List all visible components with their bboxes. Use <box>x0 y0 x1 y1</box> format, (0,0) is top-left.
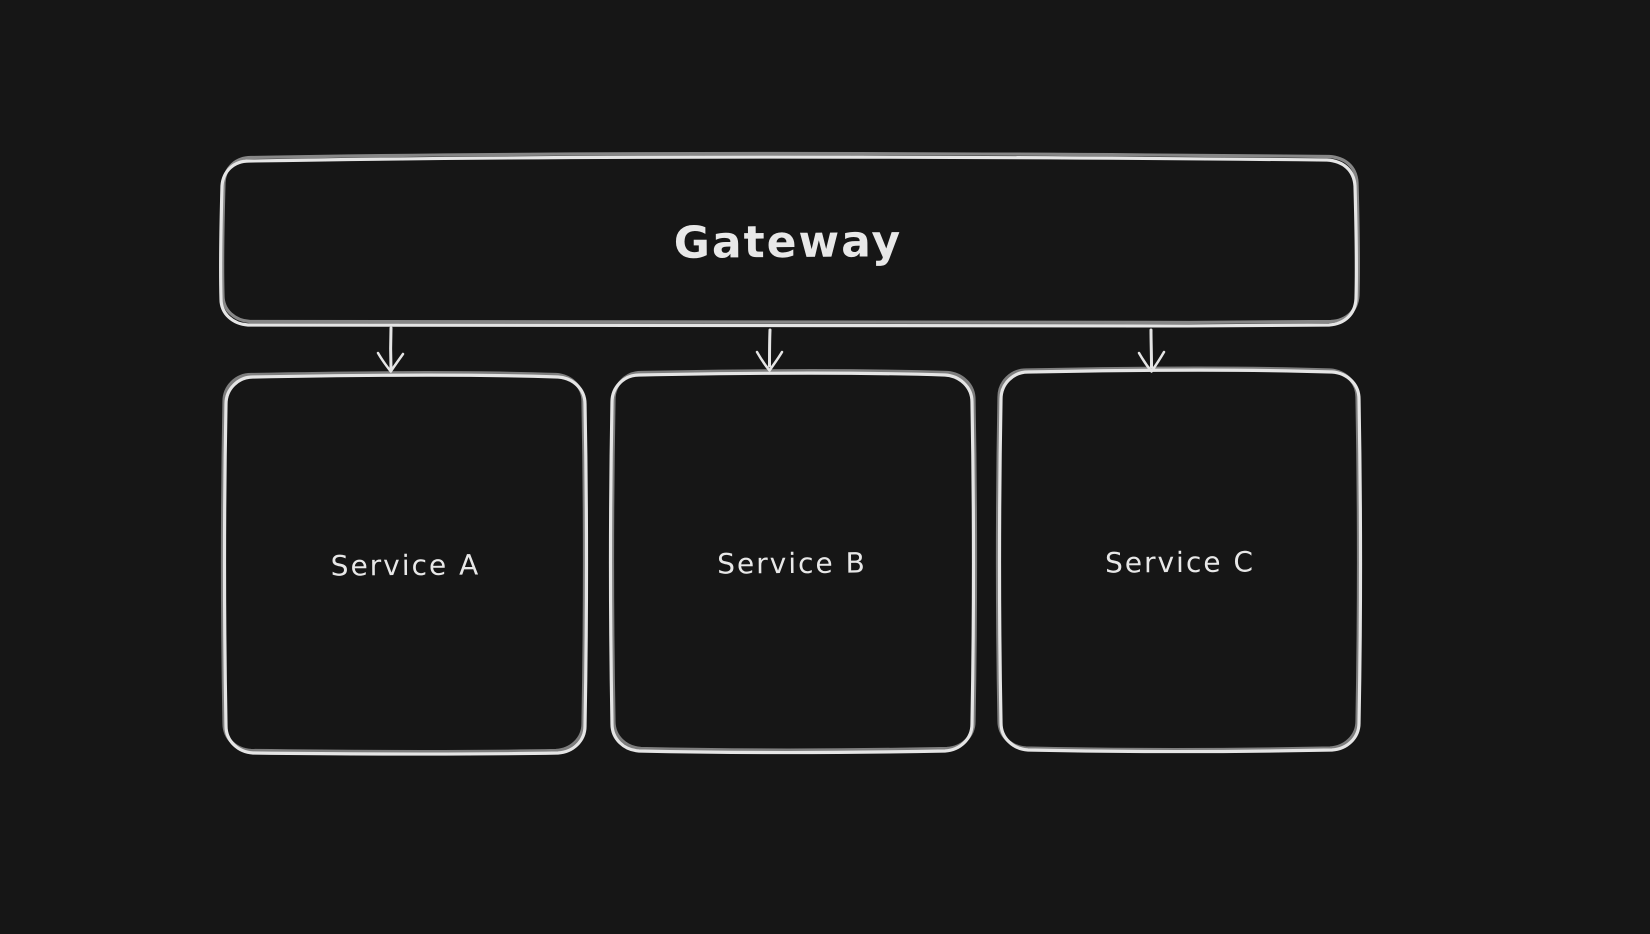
arrow-head <box>755 350 784 372</box>
service-b-node <box>608 369 978 755</box>
service-c-node <box>995 366 1363 754</box>
service-a-node-border <box>222 373 589 756</box>
arrow-gateway-to-service-a <box>376 326 405 373</box>
arrow-gateway-to-service-c <box>1137 328 1166 373</box>
arrow-gateway-to-service-b <box>755 328 784 372</box>
gateway-node <box>218 151 1361 329</box>
service-c-node-border <box>997 368 1363 754</box>
gateway-node-border <box>218 155 1359 329</box>
arrow-shaft <box>768 328 772 368</box>
arrow-head <box>1137 350 1166 373</box>
service-a-node <box>220 371 589 756</box>
arrow-head <box>376 351 405 373</box>
service-b-node-border <box>608 371 976 755</box>
arrow-shaft <box>1149 328 1153 369</box>
